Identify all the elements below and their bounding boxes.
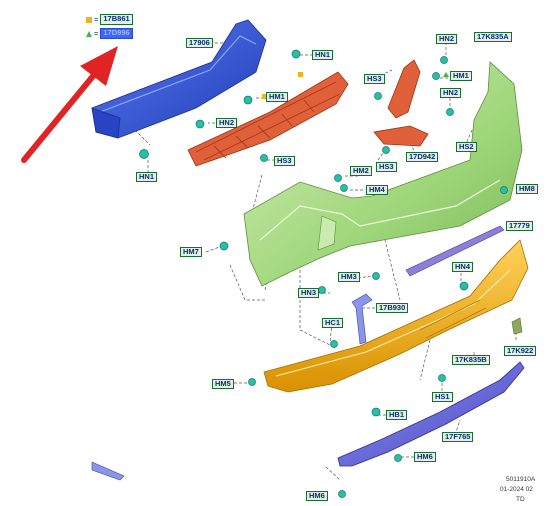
rear-diffuser-part [337, 361, 525, 467]
part-label-hn2-right[interactable]: HN2 [440, 88, 462, 98]
part-label-17906[interactable]: 17906 [186, 38, 213, 48]
legend-row-square: = 17B861 [86, 14, 133, 25]
part-label-hm6-right[interactable]: HM6 [414, 452, 436, 462]
part-label-hn2-top[interactable]: HN2 [436, 34, 458, 44]
legend-triangle-code[interactable]: 17D996 [100, 28, 133, 39]
triangle-marker-icon [86, 30, 92, 37]
drawing-code: 5011910A [506, 476, 536, 483]
square-marker-icon [86, 16, 92, 23]
part-label-17k835a[interactable]: 17K835A [474, 32, 512, 42]
part-label-hn1-top[interactable]: HN1 [312, 50, 334, 60]
bumper-cover-lower-part [263, 239, 529, 393]
part-label-17k835b[interactable]: 17K835B [452, 355, 490, 365]
tow-bracket-part [351, 293, 373, 345]
part-label-hm1-mid[interactable]: HM1 [266, 92, 288, 102]
part-label-hc1[interactable]: HC1 [322, 318, 344, 328]
pointer-arrow [21, 46, 118, 163]
part-label-hs3-left[interactable]: HS3 [274, 156, 295, 166]
part-label-17779[interactable]: 17779 [506, 221, 533, 231]
part-label-hs3-mid[interactable]: HS3 [376, 162, 397, 172]
part-label-hb1[interactable]: HB1 [386, 410, 408, 420]
part-label-hm3[interactable]: HM3 [338, 272, 360, 282]
fastener-clips [139, 49, 508, 498]
part-label-hn3[interactable]: HN3 [298, 288, 320, 298]
part-label-hs1[interactable]: HS1 [432, 392, 453, 402]
impact-beam-part [91, 19, 267, 139]
part-label-hs2[interactable]: HS2 [456, 142, 477, 152]
part-label-17b930[interactable]: 17B930 [376, 303, 409, 313]
part-label-hn4[interactable]: HN4 [452, 262, 474, 272]
part-label-17f765[interactable]: 17F765 [442, 432, 474, 442]
corner-piece [91, 317, 523, 481]
part-label-hm1-right[interactable]: HM1 [450, 71, 472, 81]
legend-row-triangle: = 17D996 [86, 28, 133, 39]
bumper-brackets [373, 59, 429, 147]
legend-equals: = [94, 15, 99, 24]
bumper-cover-upper-part [243, 61, 523, 287]
label-markers [262, 72, 449, 99]
part-label-17d942[interactable]: 17D942 [406, 152, 439, 162]
part-label-hm2[interactable]: HM2 [350, 166, 372, 176]
trim-strip-part [405, 225, 505, 277]
legend-equals: = [94, 29, 99, 38]
drawing-date: 01-2024 02 [500, 486, 533, 493]
energy-absorber-part [187, 71, 349, 167]
part-label-hm8[interactable]: HM8 [516, 184, 538, 194]
part-label-hn1-left[interactable]: HN1 [136, 172, 158, 182]
part-label-hm4[interactable]: HM4 [366, 185, 388, 195]
part-label-17k922[interactable]: 17K922 [504, 346, 537, 356]
part-label-hm7[interactable]: HM7 [180, 247, 202, 257]
legend-square-code[interactable]: 17B861 [100, 14, 133, 25]
part-label-hm6-left[interactable]: HM6 [306, 491, 328, 501]
part-label-hs3-top[interactable]: HS3 [364, 74, 385, 84]
part-label-hm5[interactable]: HM5 [212, 379, 234, 389]
part-label-hn2-left[interactable]: HN2 [216, 118, 238, 128]
drawing-initials: TD [516, 496, 525, 503]
